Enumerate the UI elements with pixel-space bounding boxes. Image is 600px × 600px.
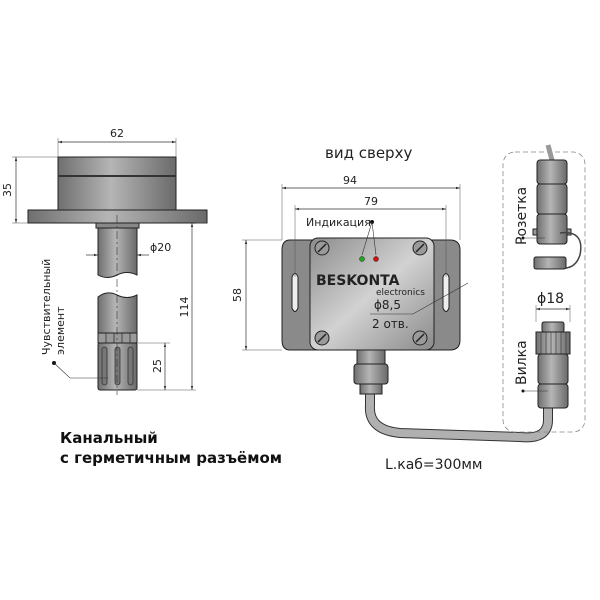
sensor-head [57, 156, 177, 211]
indication-label: Индикация [306, 216, 371, 229]
hole-diameter: ϕ8,5 [374, 298, 401, 312]
dim-25: 25 [151, 359, 164, 373]
sensor-label-line2: элемент [54, 306, 67, 355]
top-view-title: вид сверху [325, 144, 412, 162]
dim-diameter-20: ϕ20 [150, 241, 171, 254]
dim-94: 94 [343, 174, 357, 187]
brand-subtitle: electronics [376, 288, 425, 298]
sensor-leader-line [53, 362, 108, 379]
sensor-label-line1: Чувствительный [40, 259, 53, 355]
dim-diameter-18: ϕ18 [537, 291, 564, 307]
brand-logo: BESKONTA [316, 273, 400, 289]
mounting-slot-right [442, 273, 450, 312]
socket-connector [536, 159, 568, 185]
plug-label: Вилка [514, 340, 530, 385]
dim-62: 62 [110, 127, 124, 140]
connectors: Розетка ϕ18 Вилка [502, 144, 586, 433]
cable-gland [356, 349, 386, 365]
dim-35: 35 [1, 183, 14, 197]
mounting-flange [27, 209, 208, 224]
cable [365, 390, 552, 442]
dim-114: 114 [178, 297, 191, 318]
caption-line2: с герметичным разъёмом [60, 449, 282, 467]
dim-58: 58 [231, 288, 244, 302]
socket-cap [533, 256, 567, 270]
led-green [359, 256, 365, 262]
plug-connector [541, 321, 565, 333]
side-view: 62 35 ϕ20 114 25 Чувствительный элемент [1, 127, 208, 395]
connector-frame [502, 151, 586, 433]
hole-count: 2 отв. [372, 317, 409, 331]
cable-length: L.каб=300мм [385, 457, 483, 473]
probe-stem-upper [97, 227, 138, 278]
mounting-slot-left [291, 273, 299, 312]
caption-line1: Канальный [60, 429, 158, 447]
top-view: вид сверху BESKONTA electronics ϕ8,5 2 о… [231, 144, 553, 473]
socket-label: Розетка [514, 187, 530, 245]
dim-79: 79 [364, 195, 378, 208]
probe-stem-lower [97, 292, 138, 334]
led-red [373, 256, 379, 262]
